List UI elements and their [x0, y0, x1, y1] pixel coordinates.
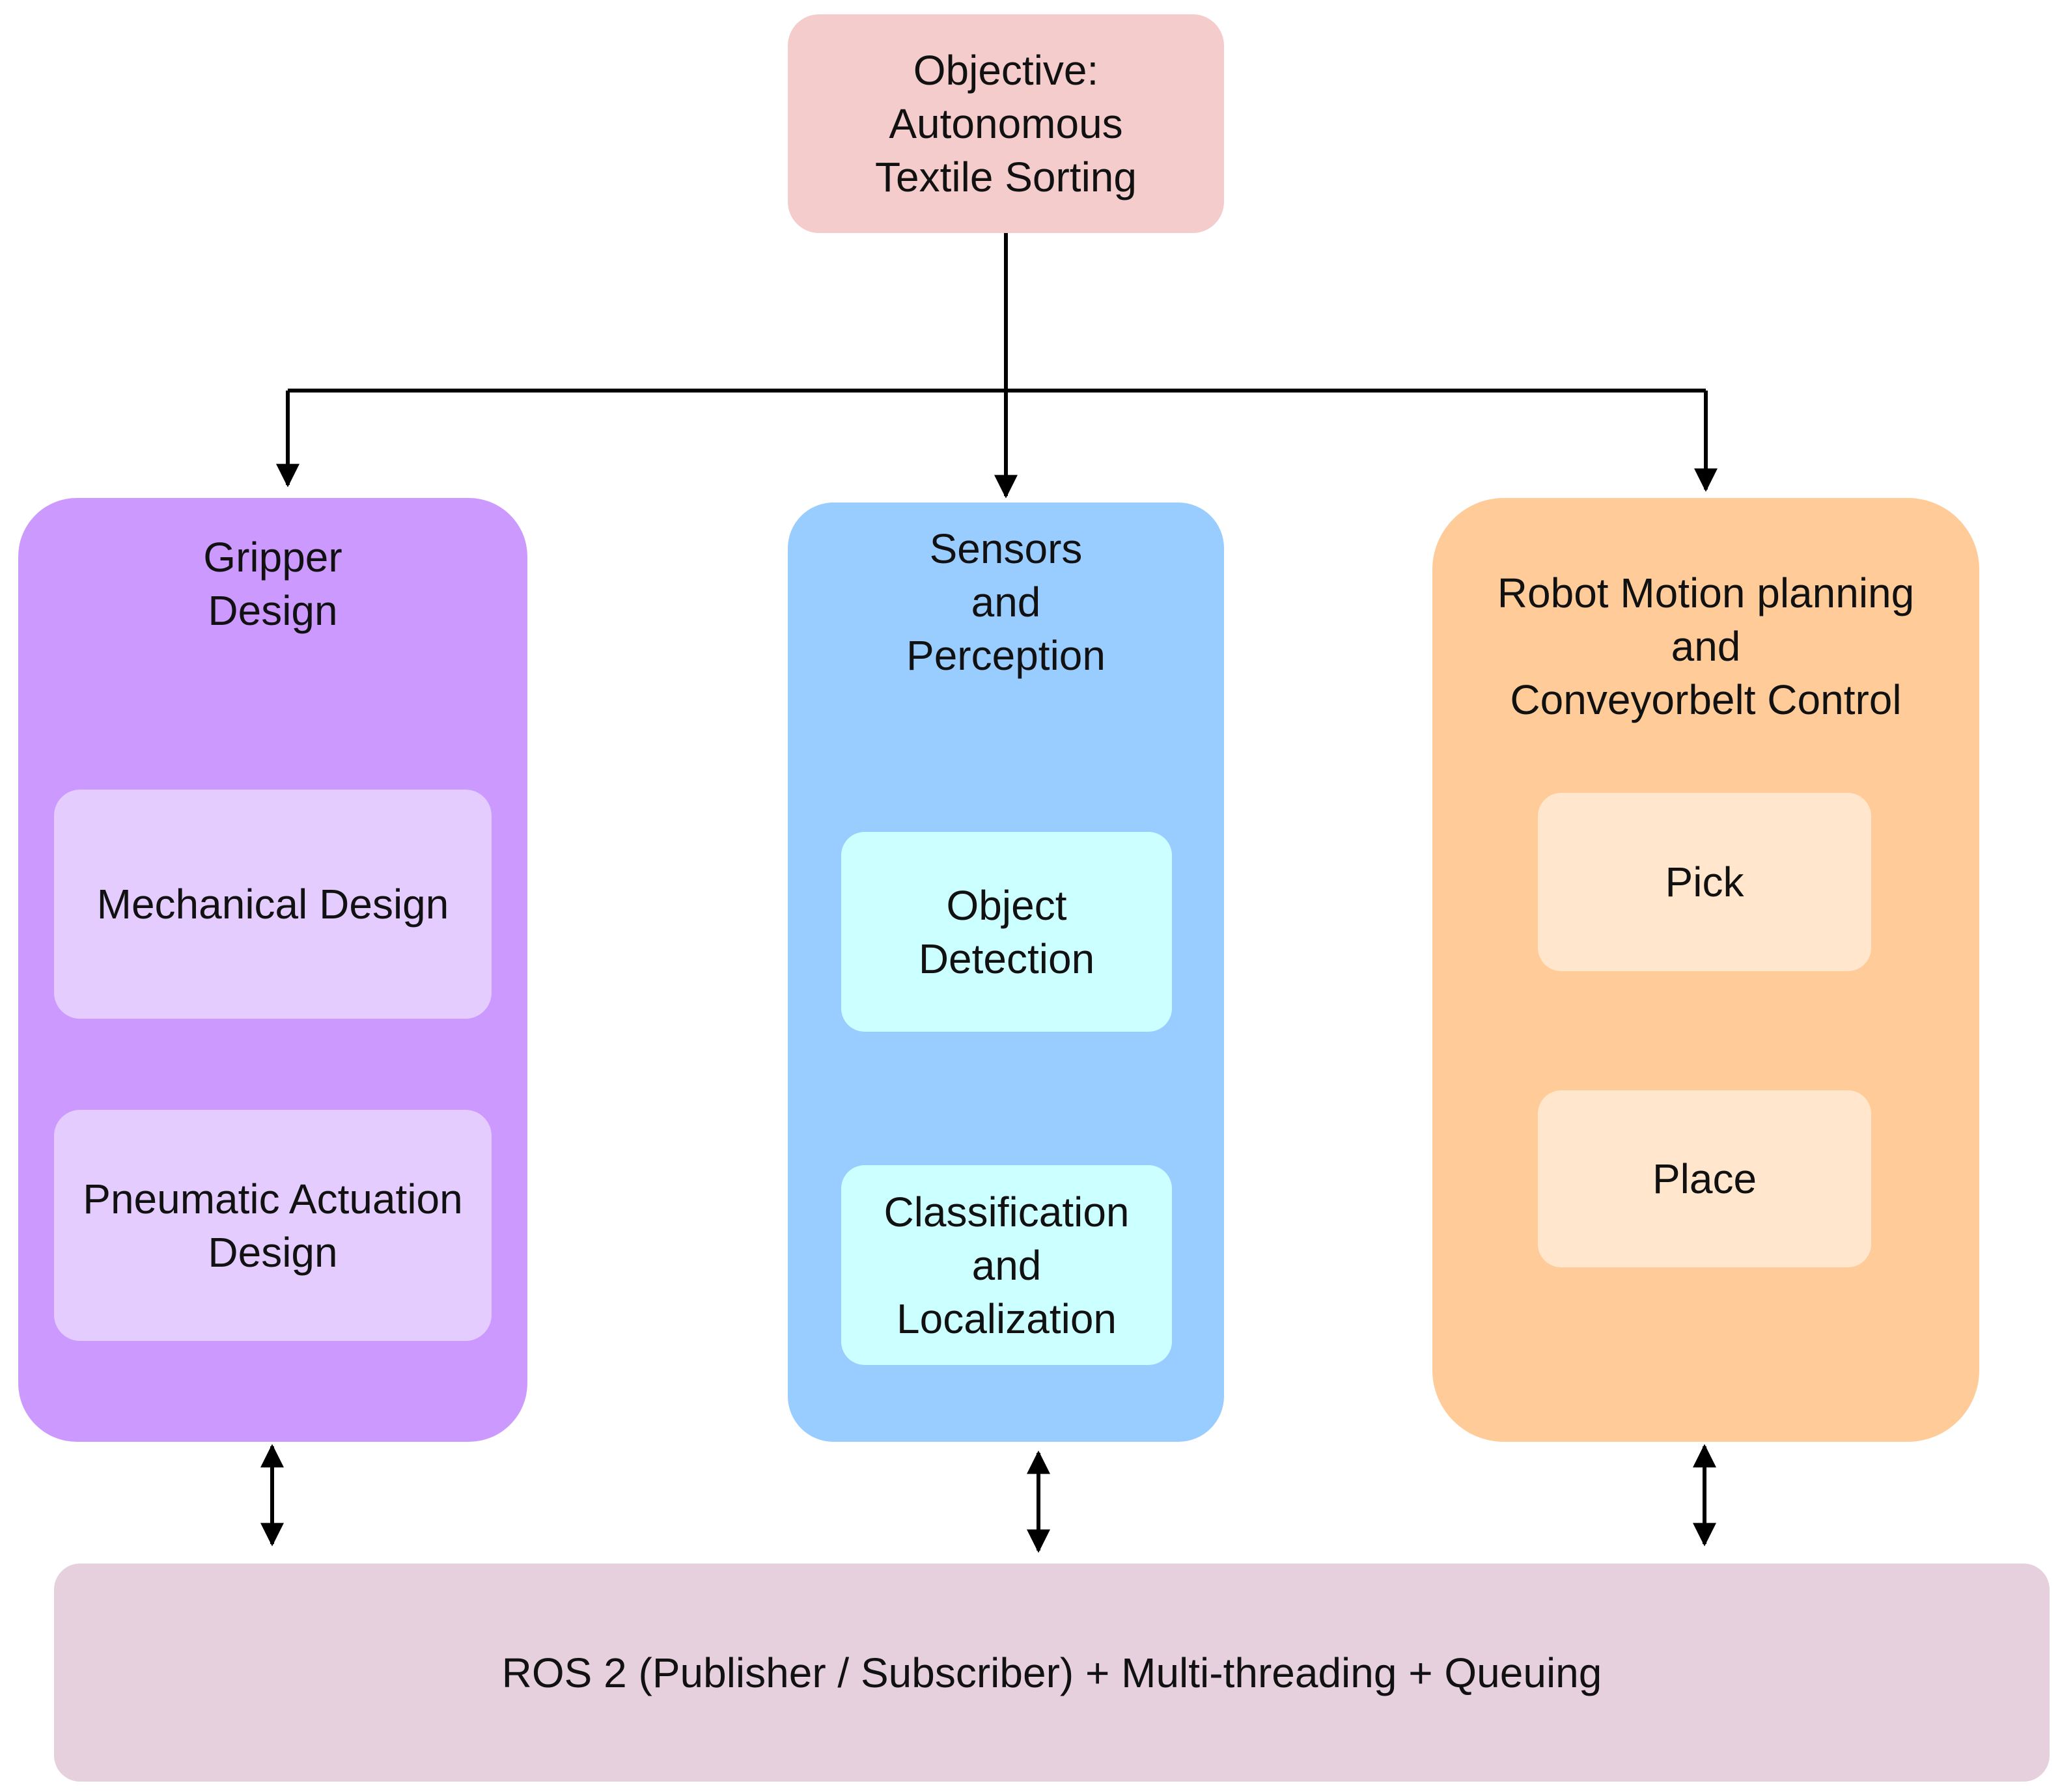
place-label: Place — [1652, 1155, 1757, 1202]
mechanical-design-box: Mechanical Design — [54, 790, 492, 1019]
gripper-design-title: Gripper Design — [203, 534, 342, 634]
place-box: Place — [1538, 1090, 1871, 1267]
ros2-label: ROS 2 (Publisher / Subscriber) + Multi-t… — [501, 1649, 1602, 1696]
objective-box: Objective: Autonomous Textile Sorting — [788, 14, 1224, 233]
pick-label: Pick — [1665, 859, 1744, 905]
mechanical-design-label: Mechanical Design — [96, 881, 449, 928]
pick-box: Pick — [1538, 793, 1871, 971]
sensors-perception-title: Sensors and Perception — [906, 525, 1106, 679]
ros2-bar: ROS 2 (Publisher / Subscriber) + Multi-t… — [54, 1564, 2050, 1782]
object-detection-box: Object Detection — [841, 832, 1172, 1032]
pneumatic-actuation-box: Pneumatic Actuation Design — [54, 1110, 492, 1341]
classification-localization-label: Classification and Localization — [884, 1188, 1130, 1342]
object-detection-label: Object Detection — [918, 881, 1095, 982]
pneumatic-actuation-label: Pneumatic Actuation Design — [83, 1175, 463, 1276]
classification-localization-box: Classification and Localization — [841, 1165, 1172, 1365]
objective-label: Objective: Autonomous Textile Sorting — [875, 47, 1137, 200]
robot-motion-title: Robot Motion planning and Conveyorbelt C… — [1497, 570, 1915, 723]
